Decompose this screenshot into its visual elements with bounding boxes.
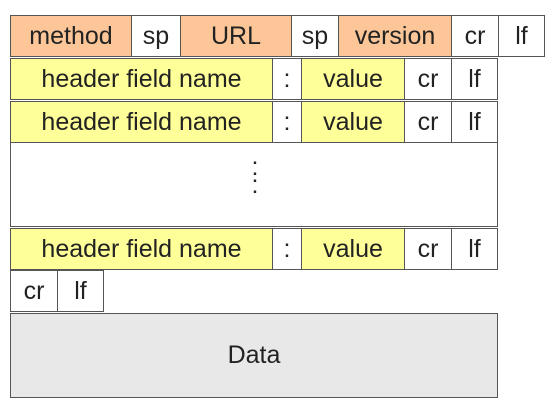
ellipsis-region [10, 142, 498, 227]
ellipsis-dots: : [251, 171, 259, 199]
cr-field: cr [404, 58, 452, 100]
header-value: value [301, 101, 405, 143]
ellipsis-dots: : [251, 153, 259, 181]
vertical-ellipsis: : : [245, 153, 265, 199]
cr-field: cr [10, 270, 58, 312]
header-field-name: header field name [10, 58, 273, 100]
version-field: version [338, 15, 452, 57]
lf-field: lf [57, 270, 104, 312]
colon-separator: : [272, 228, 302, 270]
space-field-1: sp [131, 15, 181, 57]
header-value: value [301, 228, 405, 270]
entity-body: Data [10, 313, 498, 398]
header-value: value [301, 58, 405, 100]
cr-field: cr [404, 228, 452, 270]
lf-field: lf [451, 58, 498, 100]
lf-field: lf [498, 15, 545, 57]
url-field: URL [180, 15, 292, 57]
header-field-name: header field name [10, 228, 273, 270]
colon-separator: : [272, 101, 302, 143]
cr-field: cr [451, 15, 499, 57]
header-field-name: header field name [10, 101, 273, 143]
lf-field: lf [451, 228, 498, 270]
method-field: method [10, 15, 132, 57]
lf-field: lf [451, 101, 498, 143]
cr-field: cr [404, 101, 452, 143]
colon-separator: : [272, 58, 302, 100]
body-label: Data [227, 341, 281, 369]
space-field-2: sp [291, 15, 339, 57]
